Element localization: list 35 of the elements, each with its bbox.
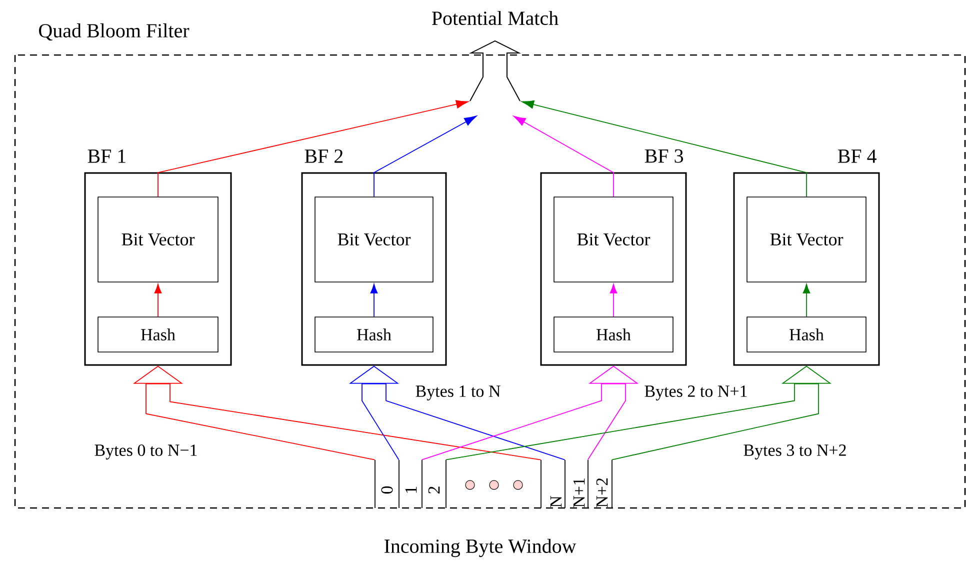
arrow <box>522 100 807 198</box>
edge-label: Bytes 2 to N+1 <box>643 384 749 402</box>
byte-label: N+2 <box>596 478 608 508</box>
filter-title: BF 1 <box>88 150 126 163</box>
byte-label: 0 <box>381 486 393 494</box>
arrow <box>370 284 378 318</box>
arrow <box>610 284 618 318</box>
edge-label: Bytes 1 to N <box>414 384 502 402</box>
hash-box: Hash <box>746 316 866 352</box>
hash-box: Hash <box>314 316 434 352</box>
bit-vector-box: Bit Vector <box>746 196 866 282</box>
bit-vector-box: Bit Vector <box>98 196 218 282</box>
edge-label: Bytes 0 to N−1 <box>93 444 199 460</box>
arrow <box>513 116 614 198</box>
filter-title: BF 4 <box>838 150 876 163</box>
arrow <box>158 100 468 198</box>
edge-label: Bytes 3 to N+2 <box>742 444 848 460</box>
output-label: Potential Match <box>432 10 558 26</box>
hash-box: Hash <box>98 316 218 352</box>
bit-vector-box: Bit Vector <box>554 196 674 282</box>
byte-label: N+1 <box>573 478 585 508</box>
byte-label: N <box>550 496 562 508</box>
arrow <box>154 284 162 318</box>
wide-arrow <box>348 366 566 460</box>
window-caption: Incoming Byte Window <box>384 538 576 558</box>
filter-title: BF 3 <box>644 149 684 163</box>
byte-label: 2 <box>428 486 440 494</box>
arrow <box>802 284 810 318</box>
byte-label: 1 <box>405 486 417 493</box>
arrow <box>374 116 477 198</box>
frame-title: Quad Bloom Filter <box>39 23 190 41</box>
wide-arrow <box>132 366 542 460</box>
bit-vector-box: Bit Vector <box>314 196 434 282</box>
hash-box: Hash <box>554 316 674 352</box>
filter-title: BF 2 <box>304 150 343 163</box>
